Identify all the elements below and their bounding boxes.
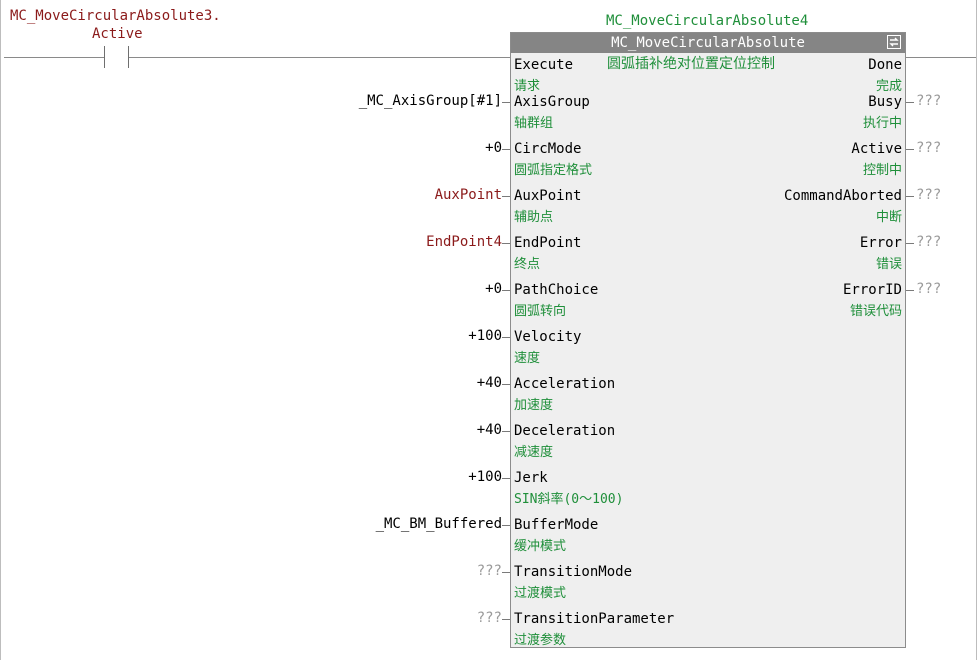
function-block-header: MC_MoveCircularAbsolute [511,33,905,53]
contact-variable-member[interactable]: Active [92,26,143,42]
input-value-circmode[interactable]: +0 [485,140,502,156]
pin-jerk[interactable]: Jerk [514,470,548,486]
output-value-errorid[interactable]: ??? [916,281,942,297]
pin-jerk-comment: SIN斜率(0～100) [514,492,624,507]
input-value-jerk[interactable]: +100 [468,469,502,485]
pin-velocity-comment: 速度 [514,351,541,366]
pin-axisgroup[interactable]: AxisGroup [514,94,590,110]
input-value-pathchoice[interactable]: +0 [485,281,502,297]
input-stub [502,384,510,385]
input-value-auxpoint[interactable]: AuxPoint [434,187,502,203]
input-stub [502,196,510,197]
pin-active-comment: 控制中 [862,163,902,178]
pin-error-comment: 错误 [875,257,902,272]
input-stub [502,243,510,244]
pin-acceleration-comment: 加速度 [514,398,554,413]
pin-errorid-comment: 错误代码 [849,304,902,319]
instance-name[interactable]: MC_MoveCircularAbsolute4 [606,13,809,29]
input-value-transitionmode[interactable]: ??? [476,563,502,579]
contact-variable-label[interactable]: MC_MoveCircularAbsolute3. [10,8,221,24]
input-stub [502,525,510,526]
input-stub [502,572,510,573]
right-power-rail [976,0,977,660]
output-stub [906,149,914,150]
input-value-transitionparameter[interactable]: ??? [476,610,502,626]
input-stub [502,619,510,620]
pin-endpoint[interactable]: EndPoint [514,235,582,251]
input-stub [502,337,510,338]
refresh-icon[interactable] [887,35,901,49]
pin-transitionmode[interactable]: TransitionMode [514,564,633,580]
pin-velocity[interactable]: Velocity [514,329,582,345]
left-power-rail [0,0,1,660]
input-stub [502,478,510,479]
pin-transitionparameter[interactable]: TransitionParameter [514,611,675,627]
pin-buffermode[interactable]: BufferMode [514,517,599,533]
pin-deceleration[interactable]: Deceleration [514,423,616,439]
pin-deceleration-comment: 减速度 [514,445,554,460]
pin-commandaborted-comment: 中断 [875,210,902,225]
output-value-error[interactable]: ??? [916,234,942,250]
input-stub [502,102,510,103]
input-value-axisgroup[interactable]: _MC_AxisGroup[#1] [358,93,502,109]
pin-circmode[interactable]: CircMode [514,141,582,157]
pin-done[interactable]: Done [868,57,902,73]
pin-error[interactable]: Error [859,235,902,251]
input-stub [502,290,510,291]
pin-busy-comment: 执行中 [862,116,902,131]
pin-execute[interactable]: Execute [514,57,574,73]
input-value-endpoint[interactable]: EndPoint4 [426,234,502,250]
input-value-velocity[interactable]: +100 [468,328,502,344]
input-stub [502,431,510,432]
rung-line-right [129,57,510,58]
contact-right-bar[interactable] [128,46,129,68]
rung-line-left [4,57,104,58]
pin-errorid[interactable]: ErrorID [842,282,902,298]
output-value-busy[interactable]: ??? [916,93,942,109]
rung-line-out [906,57,976,58]
output-value-active[interactable]: ??? [916,140,942,156]
output-stub [906,196,914,197]
pin-endpoint-comment: 终点 [514,257,541,272]
pin-buffermode-comment: 缓冲模式 [514,539,567,554]
pin-commandaborted[interactable]: CommandAborted [783,188,902,204]
pin-acceleration[interactable]: Acceleration [514,376,616,392]
pin-transitionmode-comment: 过渡模式 [514,586,567,601]
output-value-commandaborted[interactable]: ??? [916,187,942,203]
function-block-type: MC_MoveCircularAbsolute [611,35,805,51]
function-block-description: 圆弧插补绝对位置定位控制 [607,56,775,72]
output-stub [906,290,914,291]
function-block[interactable]: MC_MoveCircularAbsolute 圆弧插补绝对位置定位控制 Exe… [510,32,906,648]
pin-busy[interactable]: Busy [868,94,902,110]
pin-active[interactable]: Active [851,141,902,157]
pin-execute-comment: 请求 [514,79,541,94]
contact-left-bar[interactable] [104,46,105,68]
output-stub [906,102,914,103]
pin-done-comment: 完成 [875,79,902,94]
pin-axisgroup-comment: 轴群组 [514,116,554,131]
input-value-acceleration[interactable]: +40 [476,375,502,391]
pin-auxpoint[interactable]: AuxPoint [514,188,582,204]
output-stub [906,243,914,244]
pin-pathchoice[interactable]: PathChoice [514,282,599,298]
pin-pathchoice-comment: 圆弧转向 [514,304,567,319]
pin-auxpoint-comment: 辅助点 [514,210,554,225]
input-value-deceleration[interactable]: +40 [476,422,502,438]
pin-transitionparameter-comment: 过渡参数 [514,633,567,648]
input-value-buffermode[interactable]: _MC_BM_Buffered [375,516,502,532]
pin-circmode-comment: 圆弧指定格式 [514,163,593,178]
input-stub [502,149,510,150]
